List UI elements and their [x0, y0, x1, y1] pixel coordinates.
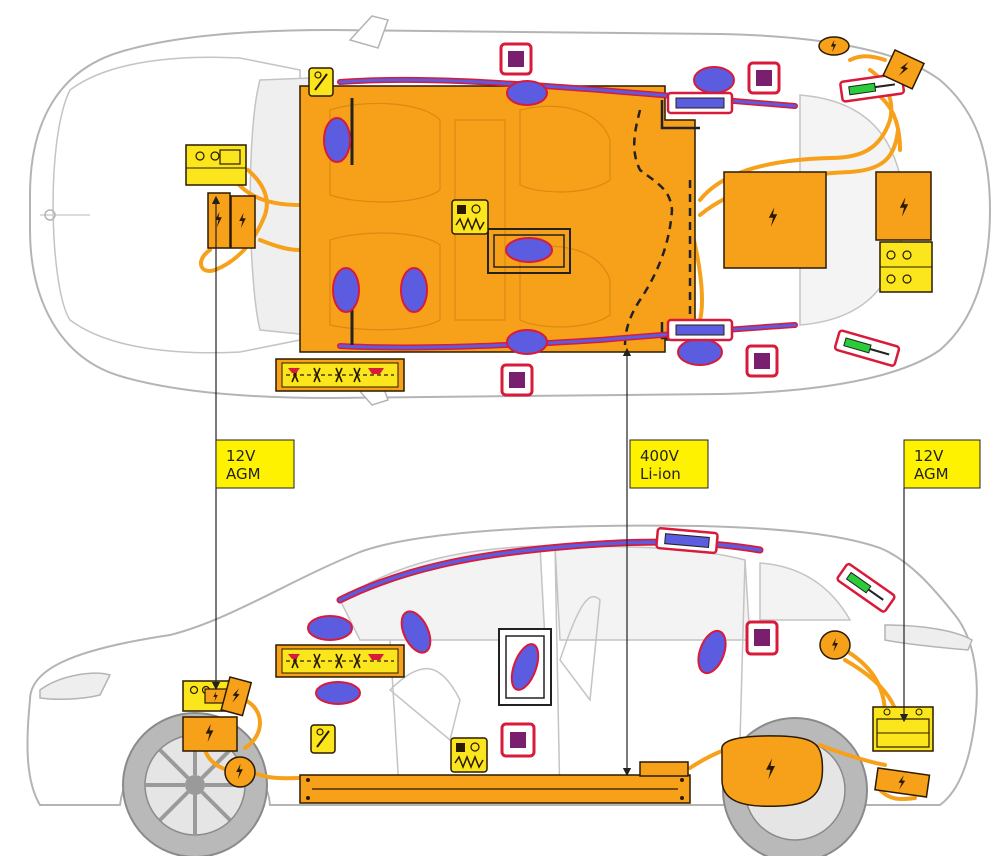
- high-voltage-bolt-icon: [220, 676, 253, 717]
- side-view-rear-hv-components: [721, 630, 934, 808]
- curtain-airbag-inflator-icon: [666, 318, 734, 342]
- airbag-icon: [677, 338, 723, 366]
- airbag-icon: [506, 329, 548, 355]
- top-view-front-hv-components: [207, 192, 256, 249]
- airbag-control-unit-icon: [500, 363, 534, 397]
- airbag-icon: [505, 237, 553, 263]
- top-view-hv-components: [723, 36, 932, 269]
- airbag-control-unit-icon: [747, 61, 781, 95]
- top-view-airbags: [323, 66, 735, 366]
- callout-rear-type: AGM: [914, 465, 949, 483]
- airbag-control-unit-icon: [500, 722, 536, 758]
- airbag-icon: [332, 267, 360, 313]
- pyrofuse-icon: [224, 756, 256, 788]
- top-view-interior-outlines: [329, 102, 611, 331]
- pyrofuse-icon: [819, 630, 851, 660]
- high-voltage-bolt-icon: [230, 195, 256, 249]
- airbag-control-unit-icon: [745, 620, 779, 656]
- airbag-icon: [400, 267, 428, 313]
- top-view-gas-struts: [833, 72, 906, 367]
- high-voltage-bolt-icon: [182, 716, 238, 752]
- airbag-control-unit-icon: [745, 344, 779, 378]
- side-view-headlight: [39, 672, 112, 700]
- airbag-icon: [323, 117, 351, 163]
- 12v-battery-icon: [879, 241, 933, 293]
- callout-front-voltage: 12V: [226, 447, 256, 465]
- callout-rear-voltage: 12V: [914, 447, 944, 465]
- seat-heating-element-icon: [451, 199, 489, 235]
- side-view-front-hv-components: [182, 676, 256, 788]
- belt-tensioner-icon: [308, 67, 334, 97]
- airbag-icon: [307, 615, 353, 641]
- top-view-mirror-left: [348, 15, 389, 49]
- 12v-battery-icon: [872, 706, 934, 752]
- airbag-control-unit-icon: [499, 42, 533, 76]
- top-view-hood: [52, 56, 301, 354]
- top-view-center-airbag: [487, 228, 571, 274]
- door-reinforcement-icon: [275, 644, 405, 678]
- gas-strut-icon: [833, 329, 901, 367]
- 12v-battery-icon: [185, 144, 247, 186]
- side-view-center-airbag: [498, 628, 552, 706]
- callout-rear-12v-battery: 12V AGM: [903, 439, 981, 489]
- callout-front-12v-battery: 12V AGM: [215, 439, 295, 489]
- curtain-airbag-inflator-icon: [666, 91, 734, 115]
- top-view-curtain-inflators: [666, 91, 734, 342]
- callout-hv-voltage: 400V: [640, 447, 680, 465]
- callout-hv-battery: 400V Li-ion: [629, 439, 709, 489]
- gas-strut-icon: [836, 562, 896, 613]
- high-voltage-bolt-icon: [207, 192, 231, 249]
- gas-strut-icon: [839, 72, 906, 103]
- airbag-icon: [400, 610, 432, 654]
- airbag-icon: [693, 66, 735, 94]
- side-view-airbags: [307, 610, 727, 705]
- high-voltage-bolt-icon: [721, 735, 824, 808]
- high-voltage-bolt-icon: [874, 767, 931, 798]
- callout-hv-type: Li-ion: [640, 465, 681, 483]
- pyrofuse-icon: [818, 36, 850, 56]
- seat-heating-element-icon: [450, 737, 488, 773]
- top-view-dashed-line: [623, 109, 674, 346]
- airbag-icon: [315, 681, 361, 705]
- high-voltage-bolt-icon: [882, 49, 925, 90]
- curtain-airbag-inflator-icon: [655, 527, 719, 555]
- airbag-icon: [697, 629, 727, 675]
- high-voltage-bolt-icon: [723, 171, 827, 269]
- high-voltage-bolt-icon: [875, 171, 932, 241]
- side-view-hv-battery: [299, 761, 691, 804]
- airbag-icon: [510, 643, 540, 691]
- belt-tensioner-icon: [310, 724, 336, 754]
- door-reinforcement-icon: [275, 358, 405, 392]
- airbag-icon: [506, 80, 548, 106]
- callout-front-type: AGM: [226, 465, 261, 483]
- top-view-control-units: [499, 42, 781, 397]
